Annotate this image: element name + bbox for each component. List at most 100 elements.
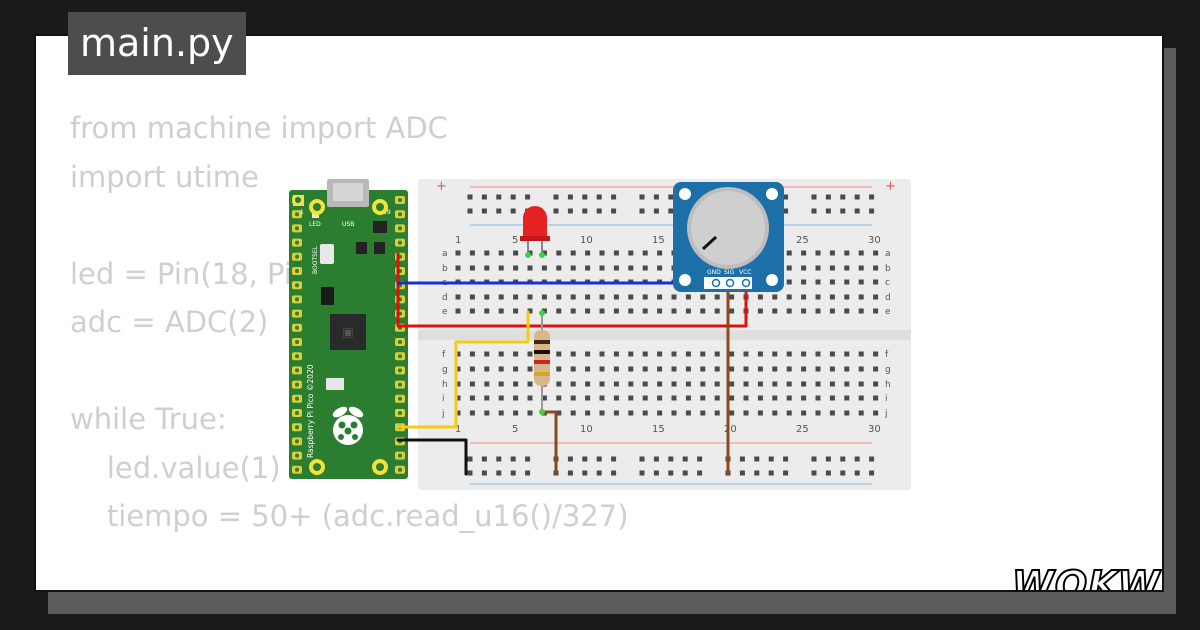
breadboard-hole xyxy=(844,410,850,416)
breadboard-hole xyxy=(613,395,619,401)
breadboard-hole xyxy=(582,208,588,214)
breadboard-hole xyxy=(498,381,504,387)
row-label-h: h xyxy=(442,380,448,390)
breadboard-hole xyxy=(657,381,663,387)
breadboard-hole xyxy=(714,366,720,372)
breadboard-hole xyxy=(585,410,591,416)
usb-label: USB xyxy=(342,221,354,228)
breadboard-hole xyxy=(498,395,504,401)
breadboard-hole xyxy=(599,250,605,256)
breadboard-hole xyxy=(639,194,645,200)
breadboard-hole xyxy=(628,366,634,372)
breadboard-hole xyxy=(786,351,792,357)
breadboard-hole xyxy=(869,456,875,462)
breadboard-hole xyxy=(700,410,706,416)
breadboard-hole xyxy=(541,308,547,314)
breadboard-hole xyxy=(570,395,576,401)
breadboard-hole xyxy=(496,456,502,462)
breadboard-hole xyxy=(653,470,659,476)
row-label-h: h xyxy=(885,380,891,390)
bootsel-button[interactable] xyxy=(320,244,334,264)
row-label-b: b xyxy=(442,264,448,274)
breadboard-hole xyxy=(481,470,487,476)
breadboard-hole xyxy=(469,395,475,401)
breadboard-hole xyxy=(858,410,864,416)
breadboard-hole xyxy=(668,456,674,462)
breadboard-hole xyxy=(685,410,691,416)
breadboard-hole xyxy=(613,351,619,357)
row-label-a: a xyxy=(442,249,448,259)
breadboard-hole xyxy=(467,208,473,214)
breadboard-hole xyxy=(815,308,821,314)
breadboard-hole xyxy=(469,265,475,271)
breadboard-hole xyxy=(498,351,504,357)
breadboard-hole xyxy=(657,410,663,416)
breadboard-hole xyxy=(811,470,817,476)
breadboard-hole xyxy=(844,265,850,271)
code-line: import utime xyxy=(70,159,259,194)
pico-board-label: Raspberry Pi Pico ©2020 xyxy=(306,364,315,458)
breadboard-hole xyxy=(510,470,516,476)
breadboard-hole xyxy=(844,279,850,285)
breadboard-hole xyxy=(628,250,634,256)
potentiometer[interactable]: GND SIG VCC xyxy=(673,182,784,292)
breadboard-hole xyxy=(642,294,648,300)
pot-pin-sig: SIG xyxy=(724,269,735,276)
breadboard-hole xyxy=(481,208,487,214)
breadboard-hole xyxy=(484,366,490,372)
breadboard-hole xyxy=(801,366,807,372)
breadboard-hole xyxy=(639,208,645,214)
breadboard-hole xyxy=(671,395,677,401)
breadboard-hole xyxy=(757,410,763,416)
breadboard-hole xyxy=(811,208,817,214)
breadboard-hole xyxy=(469,381,475,387)
breadboard-hole xyxy=(556,410,562,416)
breadboard-hole xyxy=(668,470,674,476)
breadboard-hole xyxy=(815,351,821,357)
breadboard-hole xyxy=(556,395,562,401)
breadboard-hole xyxy=(869,194,875,200)
red-led[interactable] xyxy=(520,206,550,258)
breadboard-hole xyxy=(772,395,778,401)
breadboard-hole xyxy=(840,456,846,462)
breadboard-hole xyxy=(700,308,706,314)
breadboard-hole xyxy=(585,395,591,401)
breadboard-hole xyxy=(585,250,591,256)
breadboard-hole xyxy=(596,208,602,214)
breadboard-hole xyxy=(628,381,634,387)
resistor[interactable] xyxy=(534,310,550,415)
row-label-g: g xyxy=(885,365,891,375)
breadboard-hole xyxy=(498,366,504,372)
breadboard-hole xyxy=(811,456,817,462)
breadboard-hole xyxy=(496,208,502,214)
breadboard-hole xyxy=(498,265,504,271)
breadboard-hole xyxy=(754,470,760,476)
breadboard-hole xyxy=(714,308,720,314)
breadboard-hole xyxy=(613,366,619,372)
breadboard-hole xyxy=(801,351,807,357)
breadboard-hole xyxy=(783,456,789,462)
plus-sign-left: + xyxy=(436,179,447,194)
breadboard-hole xyxy=(786,279,792,285)
breadboard-hole xyxy=(682,456,688,462)
breadboard-hole xyxy=(556,250,562,256)
breadboard-hole xyxy=(556,308,562,314)
breadboard-hole xyxy=(541,395,547,401)
pin-label-1: 1 xyxy=(300,209,304,216)
breadboard-hole xyxy=(786,308,792,314)
breadboard-hole xyxy=(628,308,634,314)
col-label-10: 10 xyxy=(580,235,593,246)
raspberry-pi-pico[interactable]: 1 39 LED USB BOOTSEL ▣ Raspberry Pi Pico… xyxy=(289,179,408,479)
file-tab-main-py[interactable]: main.py xyxy=(68,12,246,75)
red-wire xyxy=(396,252,748,328)
col-label-5: 5 xyxy=(512,235,518,246)
breadboard-hole xyxy=(513,308,519,314)
breadboard-hole xyxy=(671,351,677,357)
yellow-wire xyxy=(396,310,530,429)
breadboard-hole xyxy=(596,470,602,476)
row-label-f: f xyxy=(442,350,446,360)
plus-sign-right: + xyxy=(885,179,896,194)
breadboard-hole xyxy=(469,366,475,372)
breadboard-hole xyxy=(455,265,461,271)
